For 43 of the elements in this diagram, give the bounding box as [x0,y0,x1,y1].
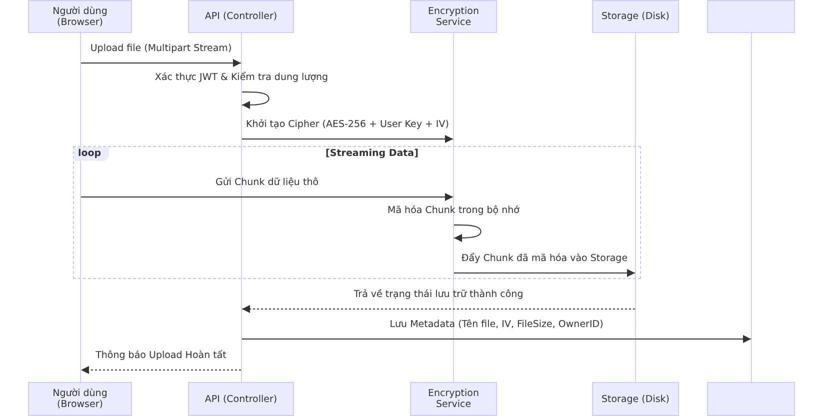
message-arrow [80,59,242,67]
participant-label: Storage (Disk) [601,11,670,22]
participant-box [410,0,497,33]
edge-label: Đẩy Chunk đã mã hóa vào Storage [460,253,629,265]
participant-box [188,382,294,416]
return-message-arrow [242,305,636,313]
participant-label: Người dùng (Browser) [52,6,108,28]
return-message-arrow [80,366,242,374]
edge-label: Thông báo Upload Hoàn tất [94,350,228,362]
loop-tag: loop [74,147,110,161]
edge-label: Lưu Metadata (Tên file, IV, FileSize, OwnerID) [388,319,604,331]
participant-box [188,0,294,33]
participant-label: Encryption Service [426,388,480,410]
self-message-arrow [454,224,482,242]
message-arrow [242,135,454,143]
participant-label: Encryption Service [426,6,480,28]
edge-label: Khởi tạo Cipher (AES-256 + User Key + IV) [245,119,450,131]
participant-label: Người dùng (Browser) [52,388,108,410]
edge-label: Trả về trạng thái lưu trữ thành công [352,289,524,301]
participant-box [410,382,497,416]
lifeline [80,33,81,382]
participant-label: Storage (Disk) [601,394,670,404]
lifeline [453,33,454,382]
participant-label: API (Controller) [204,394,278,404]
lifeline [751,33,752,382]
message-arrow [242,335,752,343]
edge-label: Xác thực JWT & Kiểm tra dung lượng [154,72,330,84]
participant-box [707,382,795,416]
lifeline [241,33,242,382]
edge-label: Upload file (Multipart Stream) [89,43,233,55]
participant-box [28,0,132,33]
loop-condition: [Streaming Data] [326,148,418,159]
participant-box [707,0,795,33]
participant-box [28,382,132,416]
lifeline [635,33,636,382]
participant-box [592,382,679,416]
self-message-arrow [242,92,270,109]
edge-label: Gửi Chunk dữ liệu thô [214,177,320,189]
edge-label: Mã hóa Chunk trong bộ nhớ [386,205,520,217]
message-arrow [80,193,454,201]
message-arrow [454,269,636,277]
participant-box [592,0,679,33]
participant-label: API (Controller) [204,11,278,22]
